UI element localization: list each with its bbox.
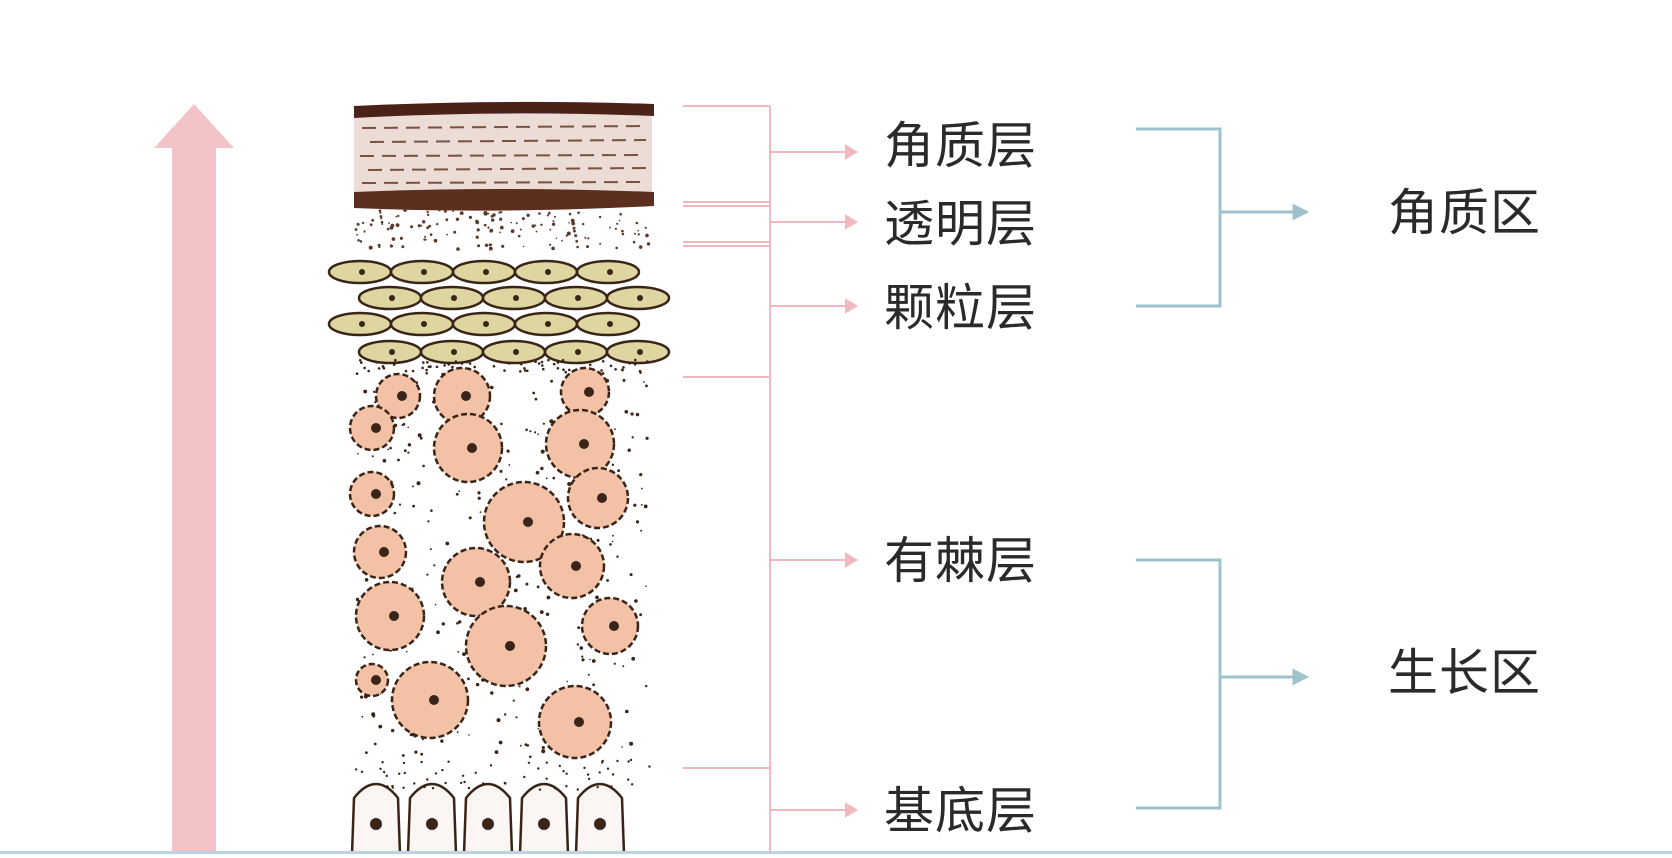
bottom-divider: [0, 851, 1672, 854]
growth-zone-bracket: [1136, 558, 1310, 810]
stratum-granulosum-cells: [327, 259, 671, 376]
stratum-spinosum-cells: [348, 366, 649, 760]
stratum-corneum-band: [354, 101, 654, 211]
zone-label-keratin: 角质区: [1388, 184, 1541, 242]
keratin-zone-bracket: [1136, 127, 1310, 308]
layer-label-stratum-granulosum: 颗粒层: [884, 279, 1037, 337]
layer-label-stratum-basale: 基底层: [884, 782, 1037, 840]
skin-cross-section-illustration: [327, 101, 671, 856]
zone-label-growth: 生长区: [1388, 644, 1541, 702]
layer-label-stratum-corneum: 角质层: [884, 117, 1037, 175]
layer-label-stratum-spinosum: 有棘层: [884, 532, 1037, 590]
layer-label-stratum-lucidum: 透明层: [884, 195, 1037, 253]
stratum-lucidum-band: [354, 208, 651, 251]
stratum-basale-cells: [350, 758, 651, 856]
upward-growth-arrow: [154, 104, 234, 858]
layer-boundary-lines: [683, 105, 771, 854]
layer-pointer-arrows: [770, 144, 858, 818]
